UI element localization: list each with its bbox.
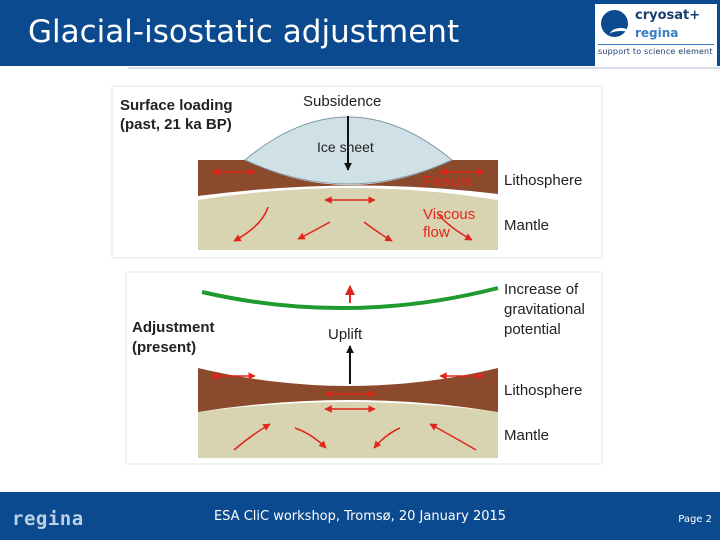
viscous-label-line2: flow bbox=[423, 224, 450, 241]
potential-label-line1: Increase of bbox=[504, 281, 579, 298]
bottom-lithosphere-label: Lithosphere bbox=[504, 382, 582, 399]
bottom-mantle-label: Mantle bbox=[504, 427, 549, 444]
top-panel: Surface loading (past, 21 ka BP) Subside… bbox=[112, 86, 602, 258]
subsidence-label: Subsidence bbox=[303, 93, 381, 110]
top-lithosphere-label: Lithosphere bbox=[504, 172, 582, 189]
top-title-line1: Surface loading bbox=[120, 97, 233, 114]
bottom-mantle bbox=[198, 402, 498, 458]
page-number: Page 2 bbox=[678, 514, 712, 525]
potential-label-line2: gravitational bbox=[504, 301, 585, 318]
viscous-label-line1: Viscous bbox=[423, 206, 475, 223]
uplift-label: Uplift bbox=[328, 326, 363, 343]
top-title-line2: (past, 21 ka BP) bbox=[120, 116, 232, 133]
flexure-label: Flexure bbox=[423, 173, 473, 190]
bottom-title-line1: Adjustment bbox=[132, 319, 215, 336]
bottom-panel: Adjustment (present) Uplift Increase of … bbox=[126, 272, 602, 464]
bottom-title-line2: (present) bbox=[132, 339, 196, 356]
potential-label-line3: potential bbox=[504, 321, 561, 338]
ice-sheet-label: Ice sheet bbox=[317, 139, 374, 155]
footer-event: ESA CliC workshop, Tromsø, 20 January 20… bbox=[0, 509, 720, 524]
footer-bar: regina ESA CliC workshop, Tromsø, 20 Jan… bbox=[0, 492, 720, 540]
top-mantle-label: Mantle bbox=[504, 217, 549, 234]
